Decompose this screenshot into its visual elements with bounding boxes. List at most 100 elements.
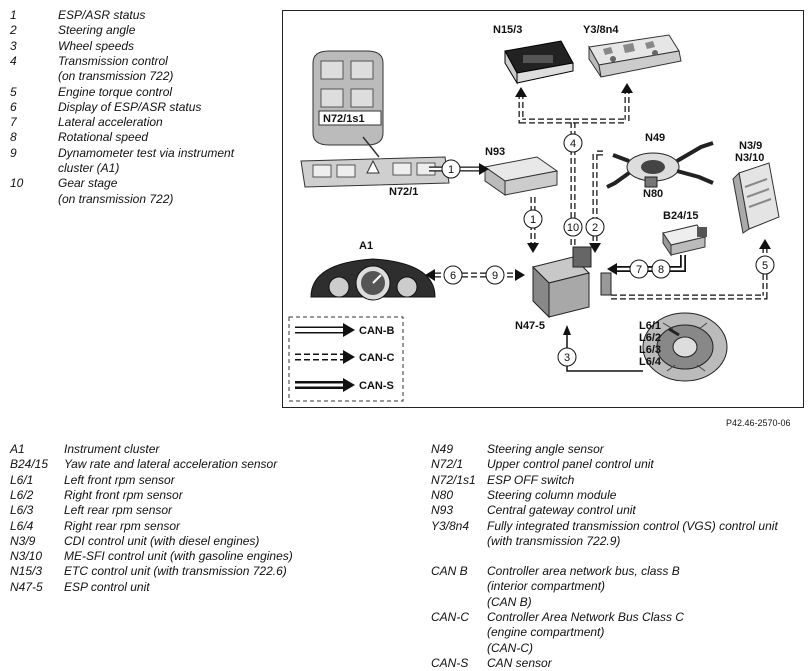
vgs-control-unit-image [588, 34, 682, 78]
gateway-unit-image [483, 156, 559, 196]
bottom-legend-text: Right front rpm sensor [64, 487, 183, 502]
bottom-legend-text: ME-SFI control unit (with gasoline engin… [64, 549, 293, 564]
top-legend-text: cluster (A1) [58, 161, 120, 175]
bottom-legend-text: Instrument cluster [64, 442, 160, 456]
bottom-legend-text: (engine compartment) [487, 625, 605, 640]
top-legend-number: 2 [10, 23, 17, 38]
top-legend-text: Transmission control [58, 53, 168, 68]
etc-control-unit-image [504, 40, 574, 85]
bottom-legend-code: N72/1s1 [431, 472, 476, 487]
top-legend-text: ESP/ASR status [58, 8, 146, 22]
key-can-s: CAN-S [295, 378, 394, 392]
top-legend-text: Display of ESP/ASR status [58, 99, 202, 114]
bottom-legend-code: A1 [10, 442, 25, 456]
svg-text:CAN-S: CAN-S [359, 380, 394, 392]
can-key-box: CAN-B CAN-C CAN-S [288, 316, 404, 402]
label-n3-9: N3/9 [739, 140, 762, 152]
bottom-legend-text: (CAN-C) [487, 640, 533, 655]
top-legend-text: Lateral acceleration [58, 115, 163, 130]
circle-4: 4 [563, 133, 583, 153]
line-esp-to-transmission [515, 83, 633, 245]
bottom-legend-code: L6/4 [10, 518, 34, 533]
top-legend-text: Gear stage [58, 176, 118, 191]
bottom-legend-text: Steering angle sensor [487, 442, 604, 456]
svg-text:3: 3 [564, 352, 570, 364]
svg-text:CAN-B: CAN-B [359, 325, 394, 337]
label-l6-1: L6/1 [639, 320, 661, 332]
circle-1a: 1 [441, 159, 461, 179]
bottom-legend-text: Upper control panel control unit [487, 457, 654, 472]
svg-text:1: 1 [530, 214, 536, 226]
svg-text:7: 7 [636, 264, 642, 276]
label-n72-1: N72/1 [389, 186, 418, 198]
engine-control-unit-image [732, 162, 780, 234]
top-legend-number: 1 [10, 8, 17, 22]
circle-1b: 1 [523, 209, 543, 229]
brake-disc-image [642, 312, 728, 382]
bottom-legend-code: L6/3 [10, 503, 34, 518]
circle-5: 5 [755, 255, 775, 275]
label-n93: N93 [485, 146, 505, 158]
circle-7: 7 [629, 259, 649, 279]
svg-text:6: 6 [450, 270, 456, 282]
top-legend-text: Steering angle [58, 23, 136, 38]
svg-text:10: 10 [567, 222, 579, 234]
bottom-legend-text: CDI control unit (with diesel engines) [64, 533, 260, 548]
label-l6-3: L6/3 [639, 344, 661, 356]
label-n3-10: N3/10 [735, 152, 764, 164]
bottom-legend-code: N3/10 [10, 549, 43, 564]
diagram-frame: 1 1 4 10 2 5 7 8 6 9 3 N15/3 Y3/8n4 N93 … [282, 10, 804, 408]
bottom-legend-text: ETC control unit (with transmission 722.… [64, 564, 287, 579]
svg-text:9: 9 [492, 270, 498, 282]
esp-control-unit-image [532, 246, 612, 319]
figure-reference-code: P42.46-2570-06 [726, 418, 791, 428]
bottom-legend-code: CAN-S [431, 655, 469, 670]
top-legend-text: Wheel speeds [58, 38, 135, 53]
bottom-legend-code: N72/1 [431, 457, 464, 472]
bottom-legend-text: ESP control unit [64, 579, 150, 594]
top-legend-text: Rotational speed [58, 130, 149, 145]
bottom-legend-code: L6/2 [10, 487, 34, 502]
top-legend-number: 7 [10, 115, 17, 130]
top-legend-text: (on transmission 722) [58, 191, 174, 206]
label-y3-8n4: Y3/8n4 [583, 24, 619, 36]
top-legend-number: 4 [10, 53, 17, 68]
line-steering-to-esp [589, 150, 603, 253]
top-legend-number: 6 [10, 99, 17, 114]
bottom-legend-text: Controller area network bus, class B [487, 564, 680, 579]
top-legend-number: 3 [10, 38, 17, 53]
bottom-legend-code: N3/9 [10, 533, 36, 548]
bottom-legend-text: ESP OFF switch [487, 472, 575, 487]
bottom-legend-text: Left rear rpm sensor [64, 503, 173, 518]
top-legend-number: 10 [10, 176, 24, 191]
bottom-legend-text: Yaw rate and lateral acceleration sensor [64, 457, 278, 472]
circle-10: 10 [563, 217, 583, 237]
svg-text:CAN-C: CAN-C [359, 352, 394, 364]
label-l6-4: L6/4 [639, 356, 662, 368]
top-legend-text: Dynamometer test via instrument [58, 145, 235, 160]
bottom-legend-code: N93 [431, 503, 454, 518]
bottom-legend-text: Steering column module [487, 487, 617, 502]
circle-8: 8 [651, 259, 671, 279]
label-b24-15: B24/15 [663, 210, 698, 222]
label-l6-2: L6/2 [639, 332, 661, 344]
bottom-legend-code: N47-5 [10, 579, 43, 594]
bottom-legend-code: N80 [431, 487, 454, 502]
bottom-legend-text: Controller Area Network Bus Class C [487, 610, 684, 624]
bottom-legend-text: (interior compartment) [487, 579, 606, 594]
svg-text:2: 2 [592, 222, 598, 234]
instrument-cluster-image [310, 258, 436, 301]
line-wheel-to-esp [563, 325, 643, 372]
top-legend-text: Engine torque control [58, 84, 173, 99]
bottom-legend-text: (with transmission 722.9) [487, 533, 621, 548]
circle-2: 2 [585, 217, 605, 237]
label-n47-5: N47-5 [515, 320, 545, 332]
label-a1: A1 [359, 240, 373, 252]
svg-text:8: 8 [658, 264, 664, 276]
label-n72-1s1: N72/1s1 [323, 113, 365, 125]
svg-text:5: 5 [762, 260, 768, 272]
bottom-legend-text: CAN sensor [487, 655, 552, 670]
label-n15-3: N15/3 [493, 24, 522, 36]
bottom-legend-code: B24/15 [10, 457, 49, 472]
bottom-legend-text: (CAN B) [487, 594, 532, 609]
